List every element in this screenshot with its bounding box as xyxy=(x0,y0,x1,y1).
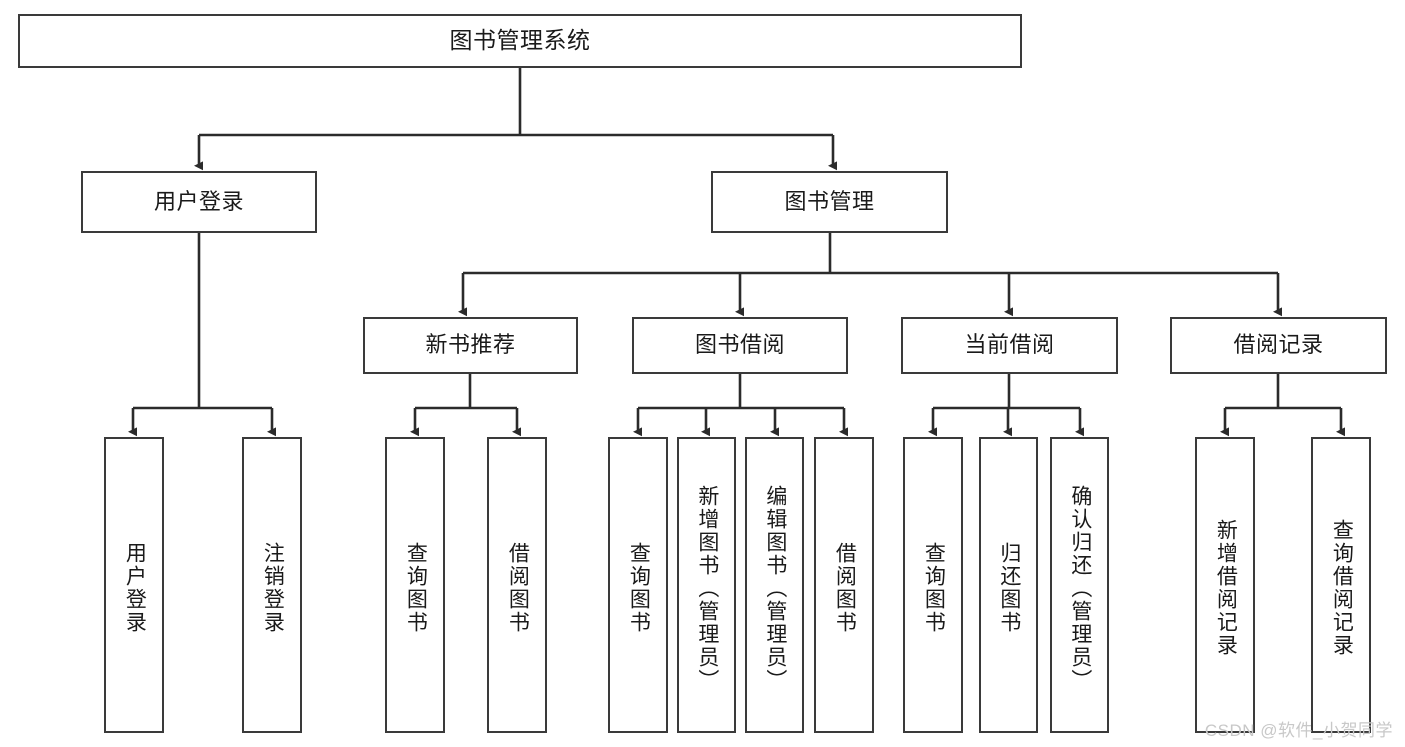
node-book-borrow[interactable]: 图书借阅 xyxy=(632,317,848,374)
node-root-system[interactable]: 图书管理系统 xyxy=(18,14,1022,68)
node-leaf-user-login[interactable]: 用户登录 xyxy=(104,437,164,733)
node-leaf-query-borrow-record[interactable]: 查询借阅记录 xyxy=(1311,437,1371,733)
node-leaf-add-book[interactable]: 新增图书（管理员） xyxy=(677,437,736,733)
node-leaf-logout[interactable]: 注销登录 xyxy=(242,437,302,733)
node-label: 借阅图书 xyxy=(506,542,530,634)
node-label: 借阅记录 xyxy=(1233,332,1324,358)
node-current-borrow[interactable]: 当前借阅 xyxy=(901,317,1118,374)
node-leaf-borrow-book-2[interactable]: 借阅图书 xyxy=(814,437,874,733)
node-leaf-add-borrow-record[interactable]: 新增借阅记录 xyxy=(1195,437,1255,733)
node-leaf-confirm-return[interactable]: 确认归还（管理员） xyxy=(1050,437,1109,733)
node-label: 查询图书 xyxy=(404,542,428,634)
node-label: 查询图书 xyxy=(627,542,651,634)
node-leaf-query-book-1[interactable]: 查询图书 xyxy=(385,437,445,733)
node-label: 借阅图书 xyxy=(833,542,857,634)
node-label: 图书借阅 xyxy=(694,332,785,358)
node-label: 新增借阅记录 xyxy=(1214,519,1238,657)
node-new-book-recommend[interactable]: 新书推荐 xyxy=(363,317,578,374)
node-leaf-query-book-2[interactable]: 查询图书 xyxy=(608,437,668,733)
node-label: 归还图书 xyxy=(997,542,1021,634)
node-label: 当前借阅 xyxy=(964,332,1055,358)
node-label: 编辑图书（管理员） xyxy=(763,484,787,692)
node-user-login[interactable]: 用户登录 xyxy=(81,171,317,233)
node-label: 确认归还（管理员） xyxy=(1068,484,1092,692)
node-label: 新增图书（管理员） xyxy=(695,484,719,692)
node-leaf-borrow-book-1[interactable]: 借阅图书 xyxy=(487,437,547,733)
node-label: 用户登录 xyxy=(153,188,244,214)
node-label: 查询借阅记录 xyxy=(1330,519,1354,657)
node-label: 用户登录 xyxy=(123,542,147,634)
node-label: 新书推荐 xyxy=(425,332,516,358)
node-leaf-query-book-3[interactable]: 查询图书 xyxy=(903,437,963,733)
node-label: 查询图书 xyxy=(922,542,946,634)
node-label: 注销登录 xyxy=(261,542,285,634)
node-book-manage[interactable]: 图书管理 xyxy=(711,171,948,233)
node-label: 图书管理系统 xyxy=(449,27,591,54)
node-label: 图书管理 xyxy=(784,188,875,214)
node-borrow-record[interactable]: 借阅记录 xyxy=(1170,317,1387,374)
node-leaf-edit-book[interactable]: 编辑图书（管理员） xyxy=(745,437,804,733)
csdn-watermark: CSDN @软件_小贺同学 xyxy=(1204,721,1393,740)
node-leaf-return-book[interactable]: 归还图书 xyxy=(979,437,1038,733)
